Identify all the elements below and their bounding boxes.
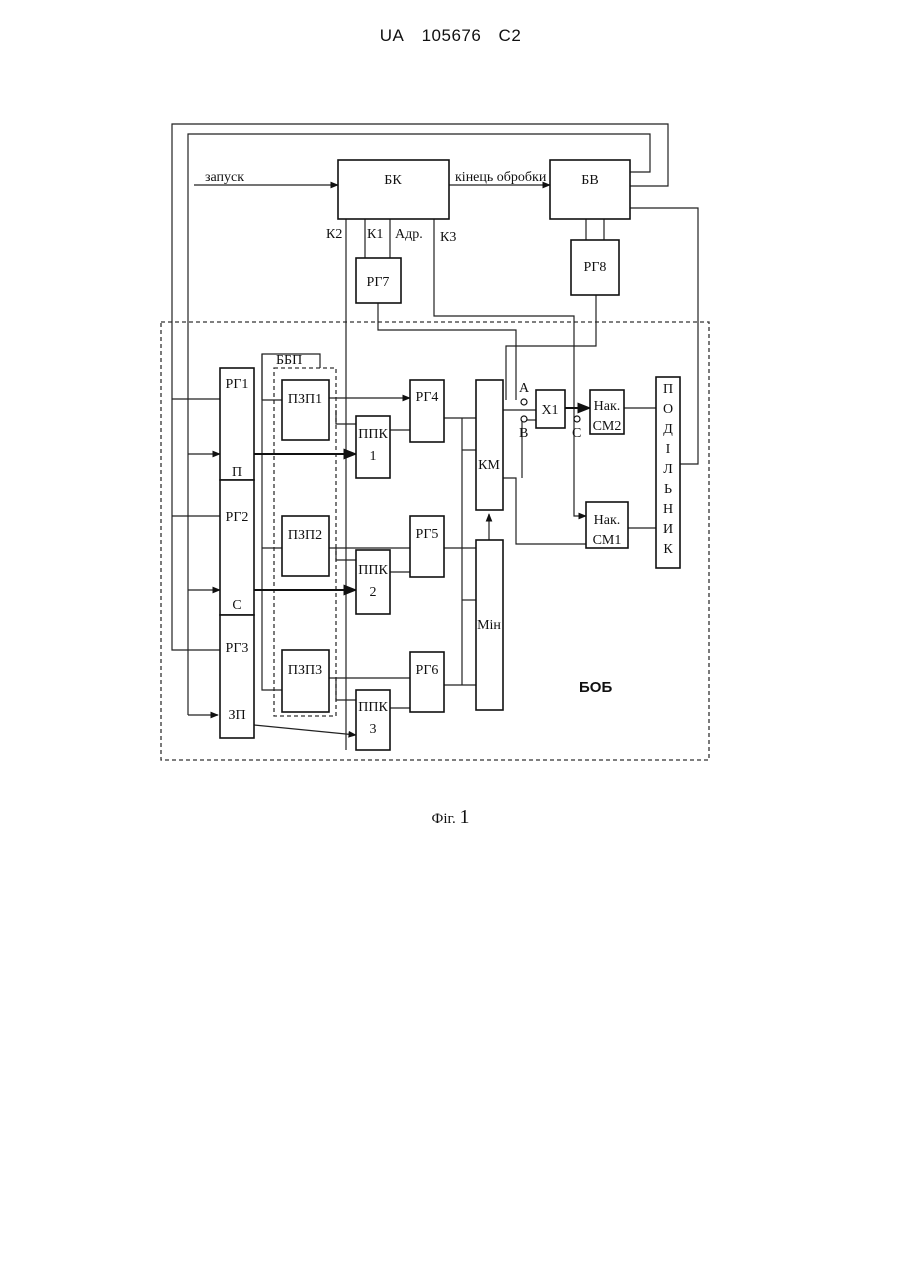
svg-text:РГ5: РГ5 — [416, 527, 439, 542]
block-bk: БК — [338, 160, 449, 219]
label-k3: К3 — [440, 230, 456, 245]
svg-text:2: 2 — [370, 585, 377, 600]
svg-text:К: К — [663, 542, 673, 557]
svg-text:О: О — [663, 402, 673, 417]
svg-text:Ь: Ь — [664, 482, 672, 497]
label-c: С — [572, 426, 581, 441]
label-adr: Адр. — [395, 227, 423, 242]
block-ppk2: ППК 2 — [356, 550, 390, 614]
node-c — [574, 416, 580, 422]
svg-text:СМ2: СМ2 — [593, 419, 622, 434]
block-pzp1: ПЗП1 — [282, 380, 329, 440]
svg-text:ПЗП1: ПЗП1 — [288, 392, 322, 407]
label-a: А — [519, 381, 530, 396]
svg-text:БК: БК — [384, 173, 402, 188]
svg-text:Нак.: Нак. — [594, 399, 621, 414]
block-divider: П О Д І Л Ь Н И К — [656, 377, 680, 568]
block-rg5: РГ5 — [410, 516, 444, 577]
svg-text:БВ: БВ — [581, 173, 598, 188]
block-rg7: РГ7 — [356, 258, 401, 303]
block-pzp3: ПЗП3 — [282, 650, 329, 712]
caption-number: 1 — [459, 806, 469, 828]
svg-text:РГ8: РГ8 — [584, 260, 607, 275]
svg-text:С: С — [232, 598, 241, 613]
block-bv: БВ — [550, 160, 630, 219]
label-end-processing: кінець обробки — [455, 170, 547, 185]
block-rg6: РГ6 — [410, 652, 444, 712]
svg-text:РГ3: РГ3 — [226, 641, 249, 656]
block-diagram: БК БВ РГ7 РГ8 РГ1 П РГ2 С РГ3 ЗП ПЗП1 ПЗ… — [0, 0, 901, 800]
caption-prefix: Фіг. — [432, 811, 456, 827]
svg-text:Нак.: Нак. — [594, 513, 621, 528]
block-pzp2: ПЗП2 — [282, 516, 329, 576]
block-min: Мін — [476, 540, 503, 710]
svg-text:ЗП: ЗП — [228, 708, 245, 723]
block-rg4: РГ4 — [410, 380, 444, 442]
label-k1: К1 — [367, 227, 383, 242]
svg-text:3: 3 — [370, 722, 377, 737]
svg-text:ППК: ППК — [358, 427, 388, 442]
block-rg3: РГ3 ЗП — [220, 615, 254, 738]
label-start: запуск — [205, 170, 244, 185]
svg-text:РГ6: РГ6 — [416, 663, 439, 678]
svg-text:X1: X1 — [541, 403, 558, 418]
svg-text:І: І — [666, 442, 671, 457]
node-a — [521, 399, 527, 405]
block-rg1: РГ1 П — [220, 368, 254, 480]
label-bob: БОБ — [579, 679, 612, 696]
svg-text:КМ: КМ — [478, 458, 500, 473]
block-ppk3: ППК 3 — [356, 690, 390, 750]
svg-text:РГ1: РГ1 — [226, 377, 249, 392]
svg-text:ПЗП3: ПЗП3 — [288, 663, 322, 678]
block-rg2: РГ2 С — [220, 480, 254, 615]
block-ppk1: ППК 1 — [356, 416, 390, 478]
svg-text:П: П — [663, 382, 673, 397]
svg-text:Д: Д — [663, 422, 673, 437]
block-nak-sm1: Нак. СМ1 — [586, 502, 628, 548]
svg-text:Н: Н — [663, 502, 673, 517]
block-x1: X1 — [536, 390, 565, 428]
label-k2: К2 — [326, 227, 342, 242]
svg-text:ППК: ППК — [358, 700, 388, 715]
svg-text:СМ1: СМ1 — [593, 533, 622, 548]
svg-text:Мін: Мін — [477, 618, 501, 633]
svg-text:И: И — [663, 522, 673, 537]
svg-text:П: П — [232, 465, 242, 480]
svg-text:ППК: ППК — [358, 563, 388, 578]
block-nak-sm2: Нак. СМ2 — [590, 390, 624, 434]
node-b — [521, 416, 527, 422]
svg-text:ПЗП2: ПЗП2 — [288, 528, 322, 543]
svg-text:Л: Л — [663, 462, 673, 477]
label-b: В — [519, 426, 528, 441]
figure-caption: Фіг. 1 — [0, 806, 901, 829]
block-km: КМ — [476, 380, 503, 510]
svg-text:РГ4: РГ4 — [416, 390, 439, 405]
svg-text:1: 1 — [370, 449, 377, 464]
svg-text:РГ7: РГ7 — [367, 275, 390, 290]
block-rg8: РГ8 — [571, 240, 619, 295]
label-bbp: ББП — [276, 353, 302, 368]
svg-text:РГ2: РГ2 — [226, 510, 249, 525]
